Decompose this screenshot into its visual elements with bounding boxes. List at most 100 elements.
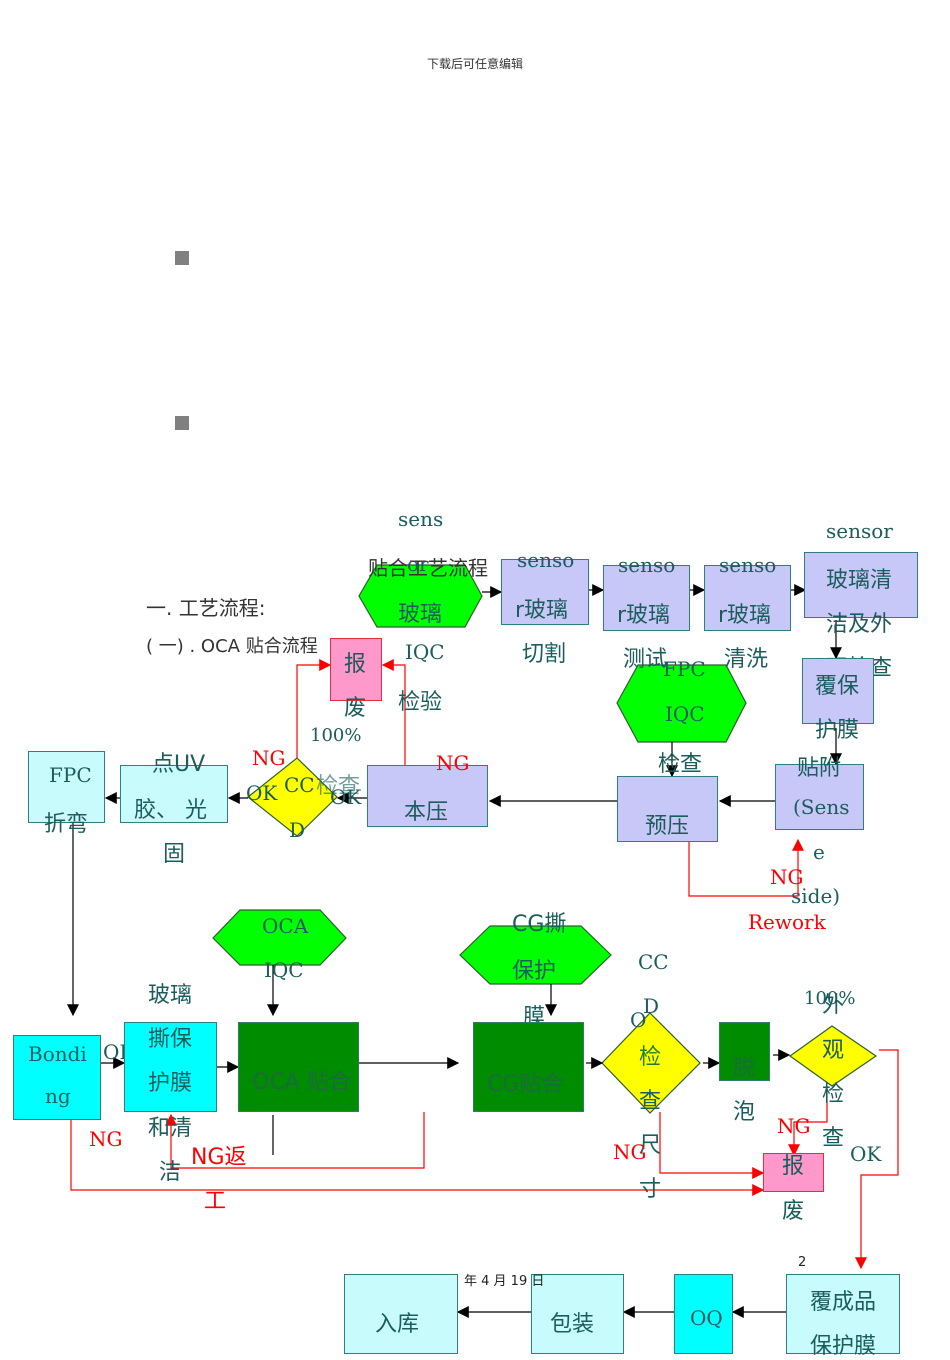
ccd-size-line2: D — [643, 994, 660, 1018]
header-note: 下载后可任意编辑 — [426, 57, 523, 71]
hexagon-sensor-iqc — [358, 564, 483, 628]
scrap-top-line1: 报 — [344, 652, 367, 677]
final-film-line2: 保护膜 — [810, 1334, 877, 1359]
sensor-cut-line3: 切割 — [522, 642, 567, 667]
process-sensor-cut[interactable] — [501, 559, 589, 625]
ccd-check-line2: D — [289, 818, 306, 842]
process-packing[interactable] — [531, 1274, 624, 1354]
oca-laminate-label: OCA 贴合 — [252, 1070, 351, 1095]
sensor-iqc-line1: sens — [398, 507, 444, 531]
glass-peel-line2: 护膜 — [148, 1071, 193, 1096]
sensor-iqc-line4: IQC — [405, 640, 445, 664]
cg-laminate-label: CG贴合 — [487, 1072, 564, 1097]
hexagon-oca-iqc — [212, 909, 347, 966]
process-pre-press[interactable] — [617, 776, 718, 842]
main-press-label: 本压 — [404, 800, 449, 825]
glass-peel-line4: 洁 — [159, 1160, 182, 1185]
attach-sensor-line1: 贴附 — [797, 756, 842, 781]
fpc-iqc-line2: IQC — [665, 702, 705, 726]
ng-label: NG — [436, 751, 470, 775]
diamond-ccd-size — [601, 1012, 701, 1114]
ccd-check-line4: 检查 — [316, 774, 361, 799]
process-uv-cure[interactable] — [120, 765, 228, 823]
process-oca-laminate[interactable] — [238, 1022, 359, 1112]
sensor-cut-line2: r玻璃 — [515, 598, 569, 623]
ccd-check-percent: 100% — [310, 725, 362, 746]
diamond-visual-check — [788, 1025, 878, 1087]
sensor-test-line3: 测试 — [623, 647, 668, 672]
process-protect-film[interactable] — [802, 658, 874, 724]
ccd-size-line1: CC — [638, 950, 669, 974]
process-fpc-bend[interactable] — [28, 751, 105, 823]
pre-press-label: 预压 — [645, 814, 690, 839]
bonding-line1: Bondi — [28, 1042, 87, 1066]
process-main-press[interactable] — [367, 765, 488, 827]
ccd-size-line4: 检 — [639, 1045, 662, 1070]
visual-check-line4: 查 — [822, 1126, 845, 1151]
glass-peel-line0: 玻璃 — [148, 983, 193, 1008]
overlap-title: 贴合工艺流程 — [368, 556, 488, 580]
cg-peel-line1: CG撕 — [512, 912, 567, 937]
process-defoam[interactable] — [719, 1022, 770, 1081]
scrap-box-top[interactable] — [330, 638, 382, 701]
page-number: 2 — [798, 1255, 807, 1270]
ng-label: NG — [89, 1127, 123, 1151]
sensor-clean-line1: senso — [719, 553, 777, 577]
ng-label: NG — [252, 746, 286, 770]
sensor-clean-line2: r玻璃 — [718, 603, 772, 628]
sensor-clean-line3: 清洗 — [724, 647, 769, 672]
sensor-iqc-line2: or — [407, 552, 429, 576]
final-film-line1: 覆成品 — [810, 1290, 877, 1315]
sensor-test-line2: r玻璃 — [617, 603, 671, 628]
ccd-check-line1: CC — [284, 773, 315, 797]
diamond-ccd-check — [247, 757, 338, 837]
sensor-clean-inspect-line3: 洁及外 — [826, 612, 893, 637]
bullet-marker — [175, 416, 189, 430]
process-glass-peel-clean[interactable] — [124, 1022, 217, 1112]
ng-label: NG — [770, 865, 804, 889]
sensor-iqc-line5: 检验 — [398, 690, 443, 715]
attach-sensor-line4: side) — [791, 884, 841, 908]
warehouse-label: 入库 — [375, 1312, 420, 1337]
glass-peel-line1: 撕保 — [148, 1027, 193, 1052]
ccd-size-line5: 查 — [639, 1089, 662, 1114]
process-bonding[interactable] — [13, 1035, 101, 1120]
ng-label: NG — [613, 1140, 647, 1164]
fpc-bend-line2: 折弯 — [44, 812, 89, 837]
fpc-iqc-line1: FPC — [663, 657, 706, 681]
scrap-bottom-line2: 废 — [782, 1199, 805, 1224]
uv-cure-line3: 固 — [163, 842, 186, 867]
sensor-cut-line1: senso — [517, 548, 575, 572]
process-attach-sensor[interactable] — [775, 764, 864, 830]
sensor-iqc-line3: 玻璃 — [398, 602, 443, 627]
hexagon-cg-peel — [459, 925, 612, 985]
defoam-line1: 脱 — [733, 1056, 756, 1081]
ok-label: OK — [850, 1142, 882, 1166]
oca-iqc-line2: IQC — [264, 958, 304, 982]
scrap-top-line2: 废 — [344, 696, 367, 721]
ng-label: NG — [777, 1114, 811, 1138]
visual-check-line3: 检 — [822, 1082, 845, 1107]
process-sensor-clean[interactable] — [704, 565, 791, 631]
packing-label: 包装 — [550, 1312, 595, 1337]
process-cg-laminate[interactable] — [473, 1022, 584, 1112]
section-title: 一. 工艺流程: — [146, 596, 266, 620]
process-final-film[interactable] — [786, 1274, 900, 1354]
hexagon-fpc-iqc — [616, 664, 747, 743]
sensor-test-line1: senso — [618, 553, 676, 577]
oca-iqc-line1: OCA — [262, 914, 309, 938]
process-sensor-test[interactable] — [603, 565, 690, 631]
uv-cure-line2: 胶、 光 — [134, 798, 207, 823]
sensor-clean-inspect-line1: sensor — [826, 519, 893, 543]
ok-label: OK — [330, 785, 362, 809]
rework-label: Rework — [748, 910, 826, 934]
fpc-iqc-line3: 检查 — [658, 752, 703, 777]
visual-check-percent: 100% — [804, 988, 856, 1009]
protect-film-line2: 护膜 — [815, 718, 860, 743]
bonding-line2: ng — [45, 1084, 71, 1108]
process-sensor-clean-inspect[interactable] — [804, 552, 918, 618]
visual-check-line1: 外 — [822, 993, 845, 1018]
scrap-box-bottom[interactable] — [763, 1153, 824, 1192]
process-warehouse[interactable] — [344, 1274, 458, 1354]
